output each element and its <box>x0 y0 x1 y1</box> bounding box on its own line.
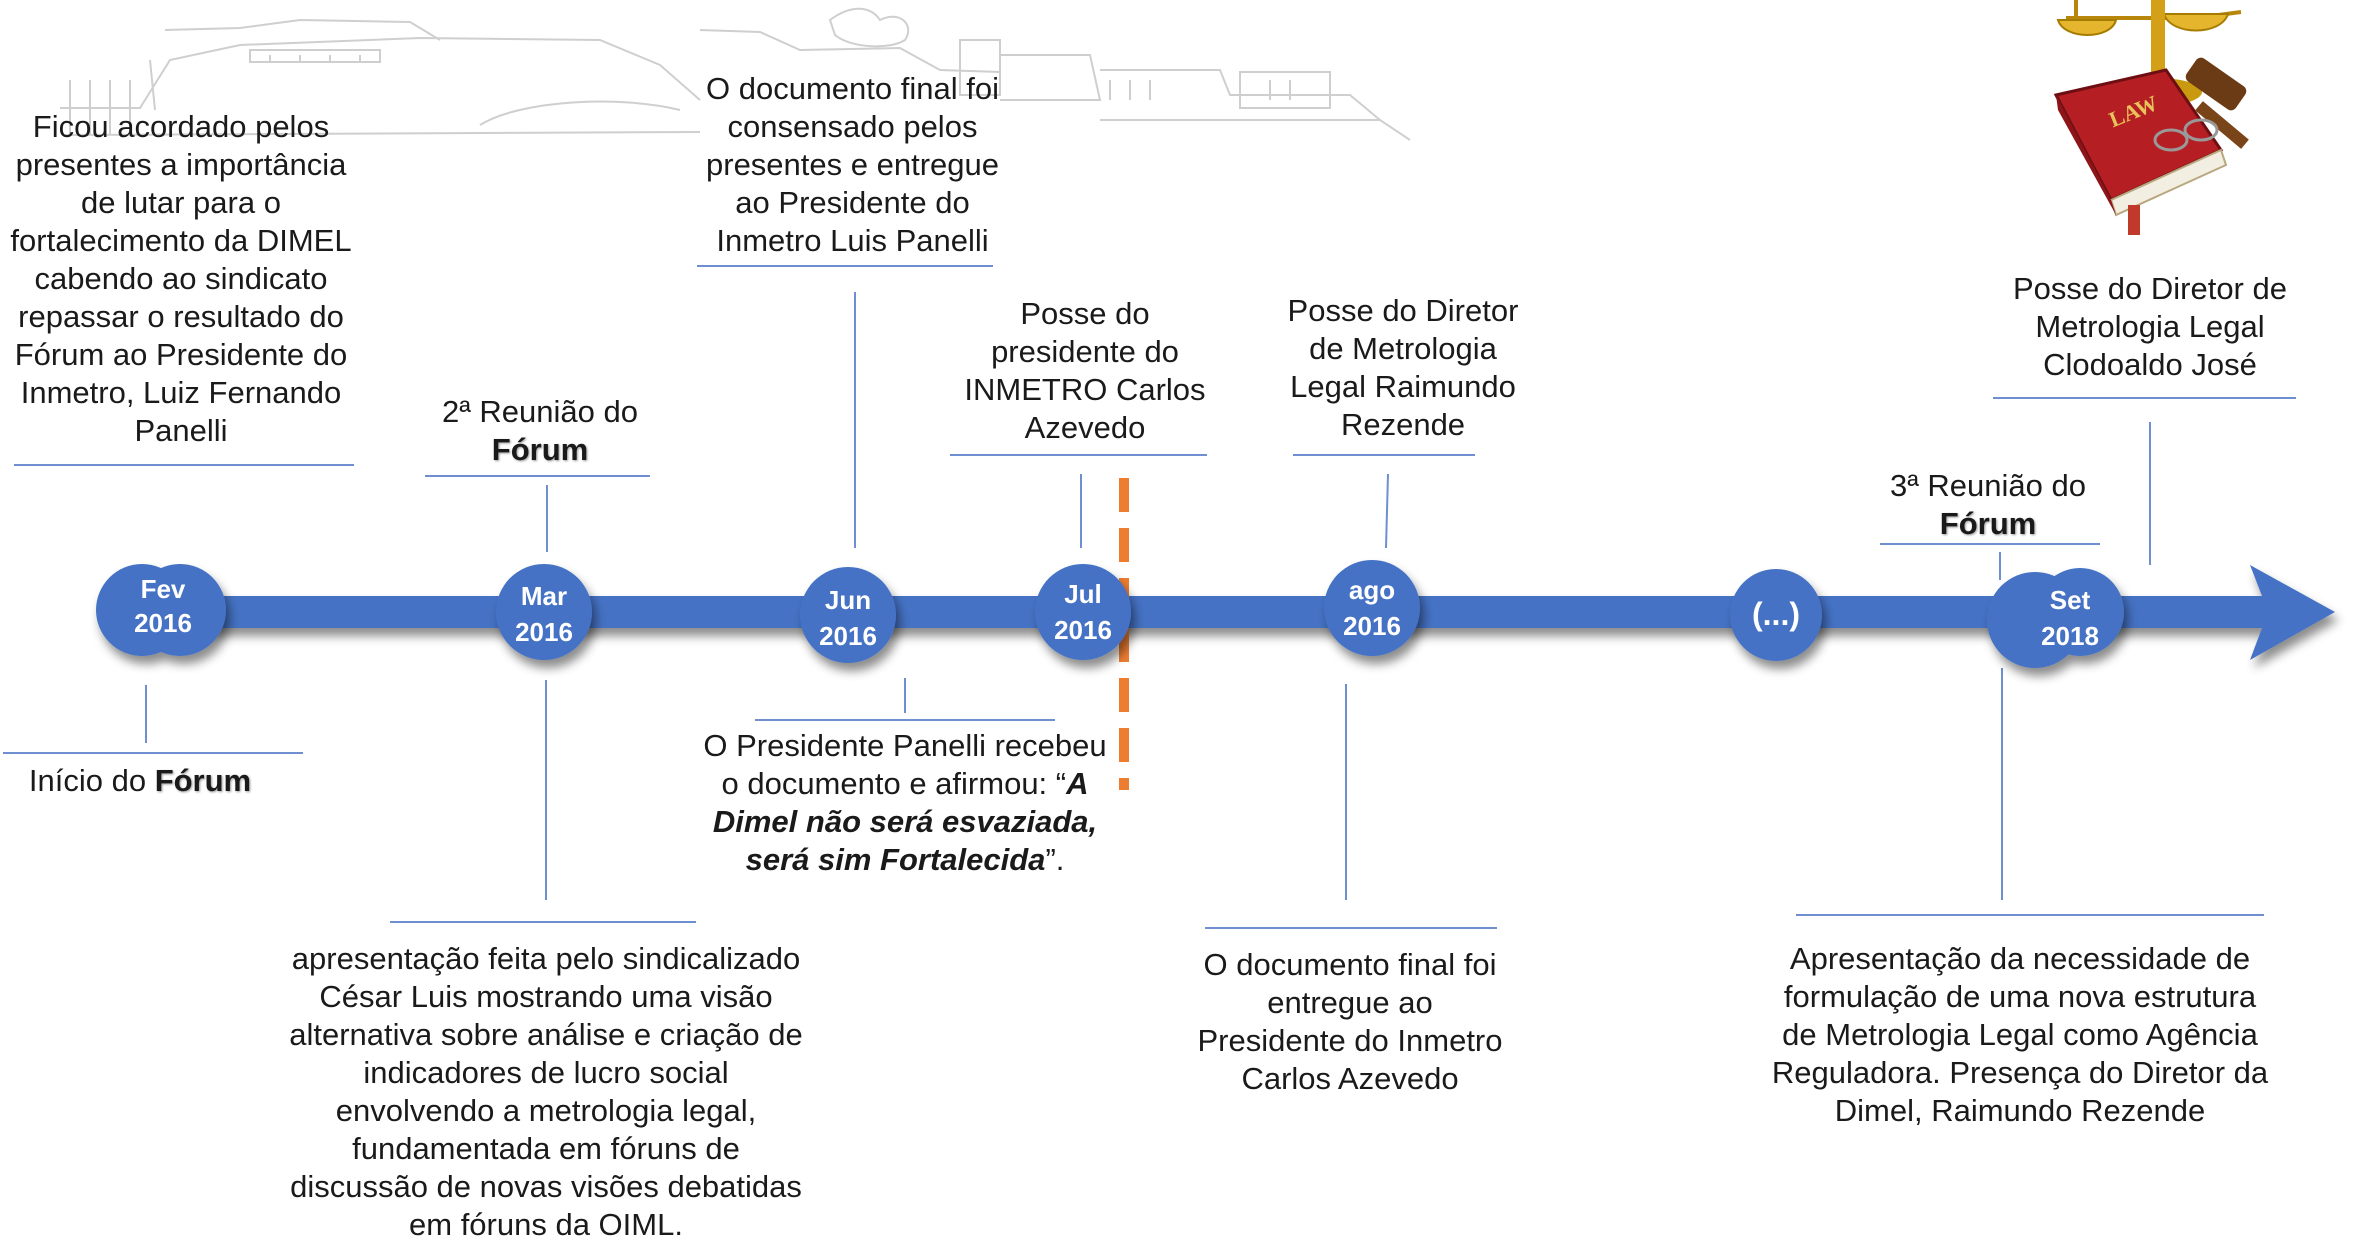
node-ago-shape <box>1324 560 1420 656</box>
connector-ago-above <box>1385 473 1389 549</box>
note-fev-below-forum: Fórum <box>154 763 252 798</box>
node-jun-shape <box>800 567 896 663</box>
note-set-below: Apresentação da necessidade de formulaçã… <box>1771 941 2269 1128</box>
node-ago-month: ago <box>1348 575 1396 605</box>
note-jun-below: O Presidente Panelli recebeu o documento… <box>695 727 1115 879</box>
note-jun-below-text: O Presidente Panelli recebeu o documento… <box>703 728 1107 801</box>
note-jun-below-suffix: ”. <box>1045 842 1065 877</box>
note-fev-below: Início do Fórum <box>10 762 270 800</box>
note-fev-above: Ficou acordado pelos presentes a importâ… <box>10 109 352 448</box>
node-fev: Fev 2016 <box>112 572 214 640</box>
node-fev-shape-b <box>134 564 226 656</box>
note-set-above-forum: Fórum <box>1939 506 2037 541</box>
node-ellipsis-shape <box>1730 569 1822 661</box>
node-jul-month: Jul <box>1064 579 1102 609</box>
node-jul-year: 2016 <box>1054 615 1112 645</box>
node-set: Set 2018 <box>2020 582 2120 654</box>
note-ago-above: Posse do Diretor de Metrologia Legal Rai… <box>1287 293 1519 442</box>
node-mar-year: 2016 <box>515 617 573 647</box>
note-set-far-above: Posse do Diretor de Metrologia Legal Clo… <box>2013 271 2287 382</box>
node-jun-year: 2016 <box>819 621 877 651</box>
node-fev-year: 2016 <box>134 608 192 638</box>
node-set-year: 2018 <box>2041 621 2099 651</box>
note-mar-above-forum: Fórum <box>491 432 589 467</box>
node-fev-month: Fev <box>140 574 186 604</box>
node-jun-month: Jun <box>824 585 872 615</box>
timeline-nodes <box>96 560 2124 668</box>
note-fev-below-text: Início do <box>28 763 155 798</box>
note-mar-below: apresentação feita pelo sindicalizado Cé… <box>289 941 803 1242</box>
note-mar-above-text: 2ª Reunião do <box>442 394 638 429</box>
node-mar-month: Mar <box>520 581 568 611</box>
note-set-above: 3ª Reunião do Fórum <box>1866 467 2110 543</box>
note-jun-below-quote: A Dimel não será esvaziada, será sim For… <box>712 766 1098 877</box>
node-jul-shape <box>1035 564 1131 660</box>
node-set-month: Set <box>2049 585 2091 615</box>
note-set-above-text: 3ª Reunião do <box>1890 468 2086 503</box>
node-set-shape-b <box>2036 568 2124 656</box>
note-jul-above: Posse do presidente do INMETRO Carlos Az… <box>964 296 1206 445</box>
law-scales-logo: LAW <box>2053 0 2249 235</box>
node-ellipsis: (...) <box>1726 594 1826 634</box>
node-ellipsis-label: (...) <box>1752 596 1800 632</box>
note-jun-above: O documento final foi consensado pelos p… <box>706 71 999 258</box>
timeline-arrow <box>160 565 2335 660</box>
node-mar-shape <box>496 564 592 660</box>
note-mar-above: 2ª Reunião do Fórum <box>418 393 662 469</box>
note-ago-below: O documento final foi entregue ao Presid… <box>1197 947 1503 1096</box>
node-ago-year: 2016 <box>1343 611 1401 641</box>
node-mar: Mar 2016 <box>494 578 594 650</box>
node-ago: ago 2016 <box>1322 572 1422 644</box>
node-jul: Jul 2016 <box>1033 576 1133 648</box>
node-jun: Jun 2016 <box>798 582 898 654</box>
